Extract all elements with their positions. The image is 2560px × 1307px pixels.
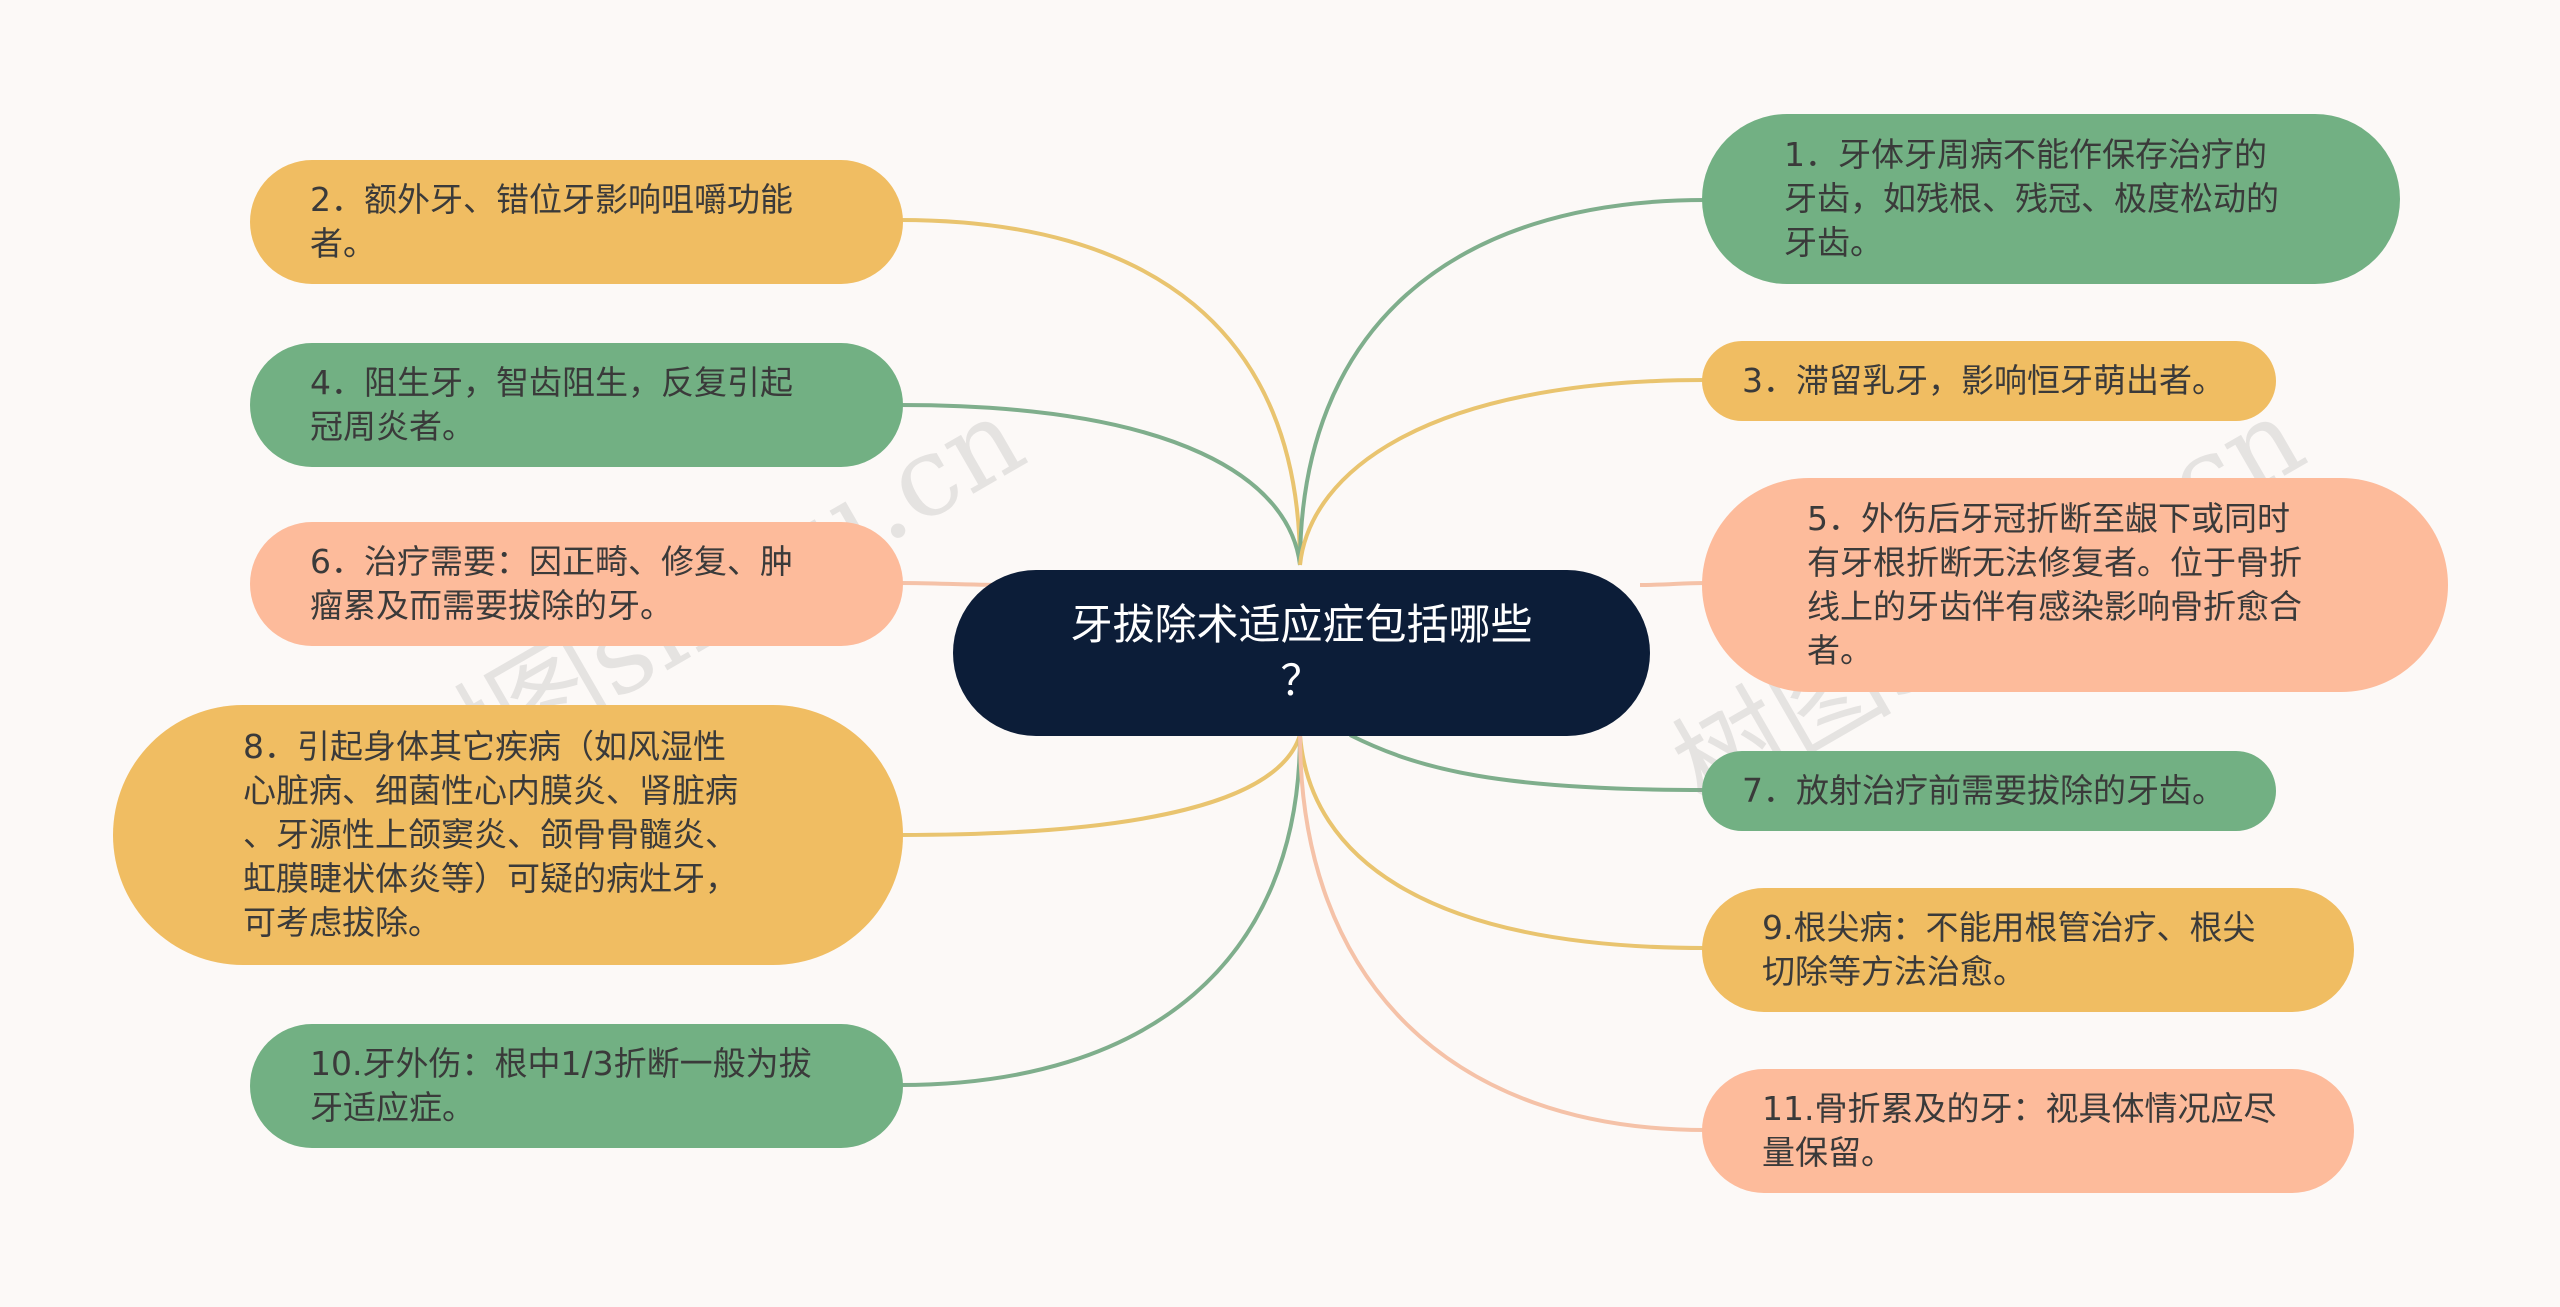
root-topic-label: 牙拔除术适应症包括哪些 ？ (1070, 600, 1533, 705)
link-right-1 (1298, 198, 1706, 566)
topic-9-label: 9.根尖病：不能用根管治疗、根尖 切除等方法治愈。 (1762, 908, 2256, 991)
link-right-6 (1298, 734, 1706, 1132)
link-left-4 (899, 734, 1302, 837)
topic-11-label: 11.骨折累及的牙：视具体情况应尽 量保留。 (1762, 1089, 2277, 1172)
topic-5-label: 5．外伤后牙冠折断至龈下或同时 有牙根折断无法修复者。位于骨折 线上的牙齿伴有感… (1807, 499, 2302, 670)
topic-8-focal-teeth[interactable]: 8．引起身体其它疾病（如风湿性 心脏病、细菌性心内膜炎、肾脏病 、牙源性上颌窦炎… (113, 705, 903, 965)
topic-9-periapical[interactable]: 9.根尖病：不能用根管治疗、根尖 切除等方法治愈。 (1702, 888, 2354, 1012)
topic-1-unrestorable-teeth[interactable]: 1．牙体牙周病不能作保存治疗的 牙齿，如残根、残冠、极度松动的 牙齿。 (1702, 114, 2400, 284)
topic-6-label: 6．治疗需要：因正畸、修复、肿 瘤累及而需要拔除的牙。 (310, 542, 793, 625)
topic-7-label: 7．放射治疗前需要拔除的牙齿。 (1742, 771, 2225, 810)
topic-6-treatment-need[interactable]: 6．治疗需要：因正畸、修复、肿 瘤累及而需要拔除的牙。 (250, 522, 903, 646)
link-right-3 (1639, 581, 1706, 587)
link-left-1 (899, 218, 1302, 566)
link-left-2 (899, 403, 1302, 566)
topic-8-label: 8．引起身体其它疾病（如风湿性 心脏病、细菌性心内膜炎、肾脏病 、牙源性上颌窦炎… (243, 727, 738, 942)
topic-2-extra-teeth[interactable]: 2．额外牙、错位牙影响咀嚼功能 者。 (250, 160, 903, 284)
link-right-2 (1298, 378, 1706, 566)
topic-4-impacted-teeth[interactable]: 4．阻生牙，智齿阻生，反复引起 冠周炎者。 (250, 343, 903, 467)
topic-1-label: 1．牙体牙周病不能作保存治疗的 牙齿，如残根、残冠、极度松动的 牙齿。 (1784, 135, 2279, 262)
topic-4-label: 4．阻生牙，智齿阻生，反复引起 冠周炎者。 (310, 363, 793, 446)
link-left-5 (899, 734, 1302, 1087)
topic-10-dental-trauma[interactable]: 10.牙外伤：根中1/3折断一般为拔 牙适应症。 (250, 1024, 903, 1148)
topic-11-fracture-teeth[interactable]: 11.骨折累及的牙：视具体情况应尽 量保留。 (1702, 1069, 2354, 1193)
link-right-5 (1298, 734, 1706, 950)
topic-3-retained-primary[interactable]: 3．滞留乳牙，影响恒牙萌出者。 (1702, 341, 2276, 421)
root-topic[interactable]: 牙拔除术适应症包括哪些 ？ (953, 570, 1650, 736)
link-right-4 (1349, 733, 1706, 792)
topic-3-label: 3．滞留乳牙，影响恒牙萌出者。 (1742, 361, 2225, 400)
topic-2-label: 2．额外牙、错位牙影响咀嚼功能 者。 (310, 180, 793, 263)
topic-5-crown-fracture[interactable]: 5．外伤后牙冠折断至龈下或同时 有牙根折断无法修复者。位于骨折 线上的牙齿伴有感… (1702, 478, 2448, 692)
topic-10-label: 10.牙外伤：根中1/3折断一般为拔 牙适应症。 (310, 1044, 812, 1127)
topic-7-radiotherapy[interactable]: 7．放射治疗前需要拔除的牙齿。 (1702, 751, 2276, 831)
